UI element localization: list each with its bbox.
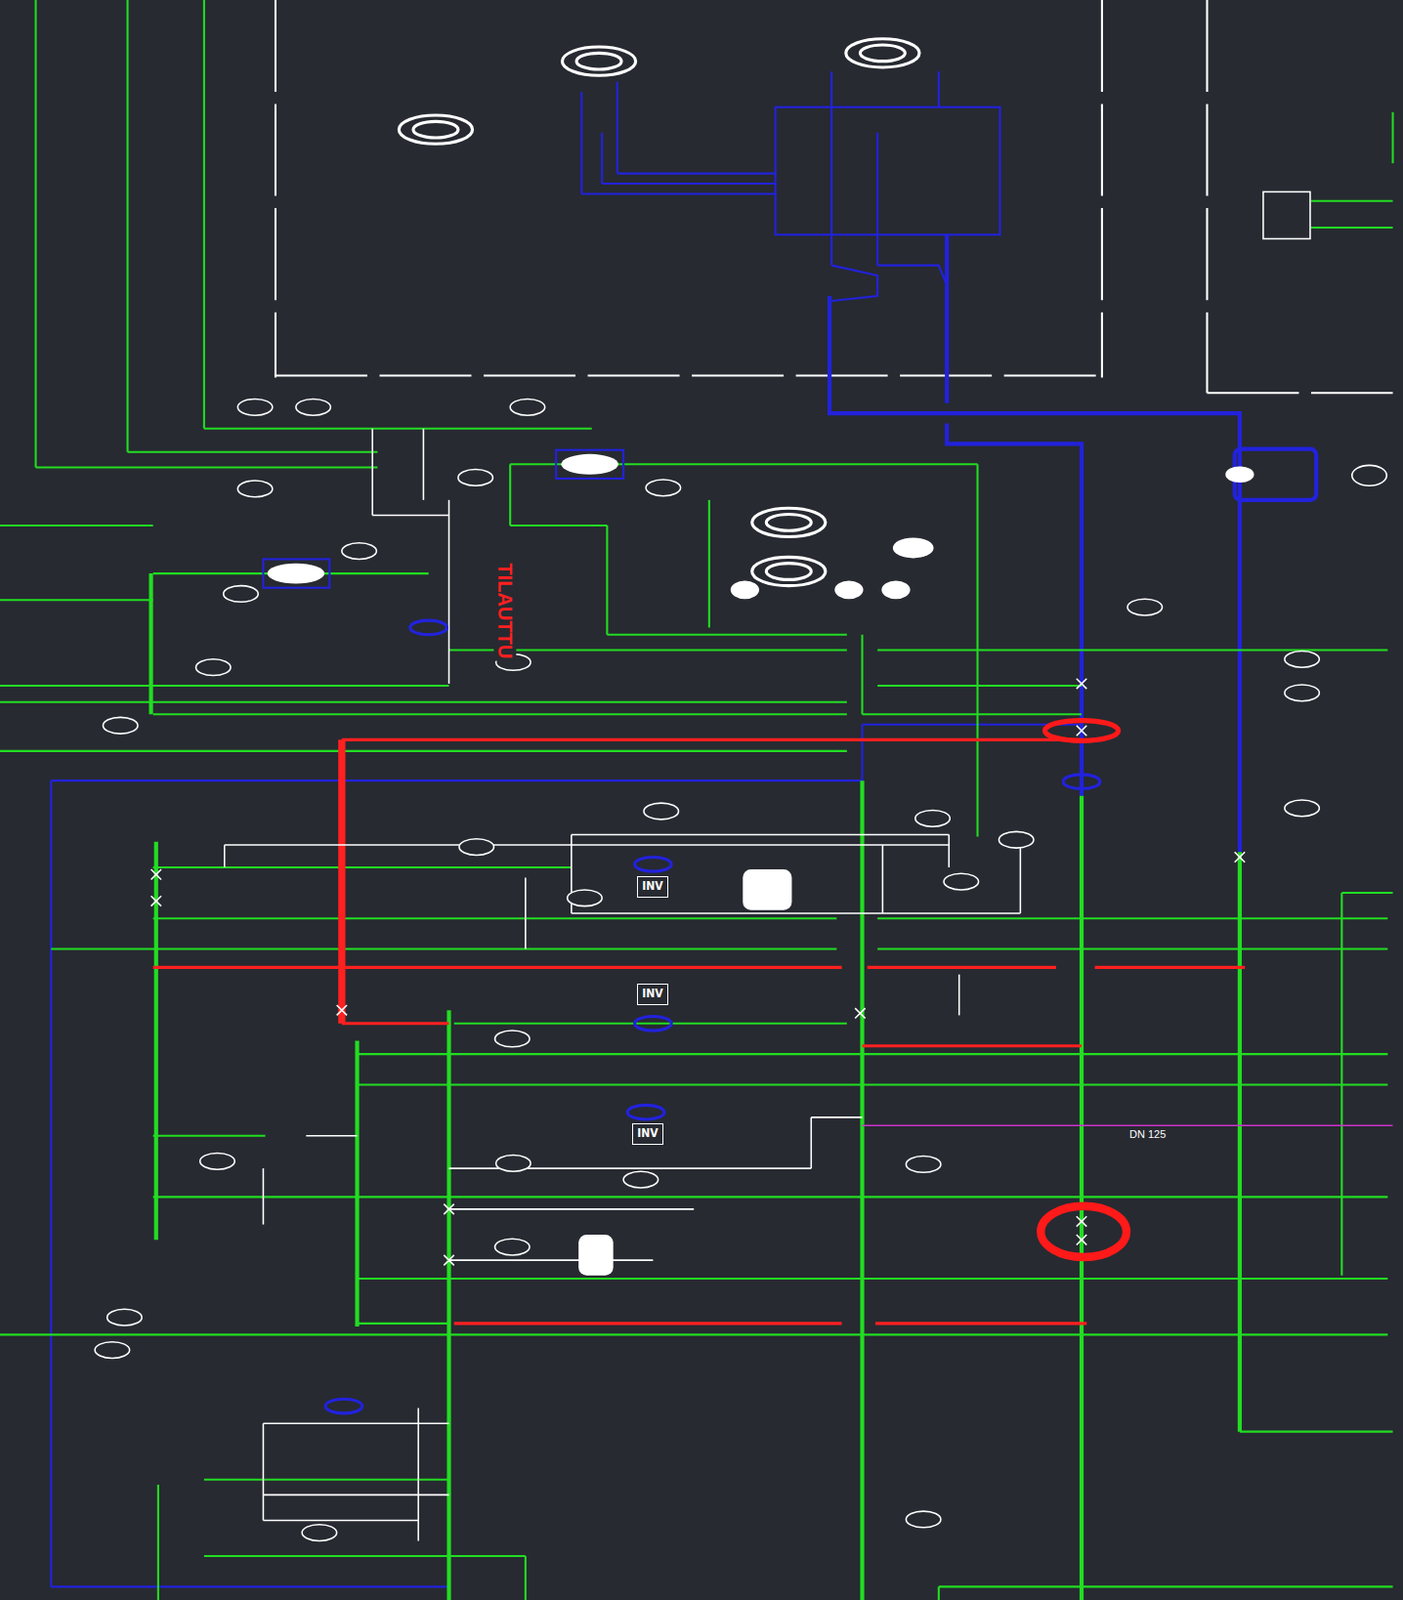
pipe-size: DN 125 xyxy=(1127,1128,1168,1141)
node-text: INV xyxy=(641,880,663,893)
inverter-box: INV xyxy=(632,1123,664,1146)
node-text: INV xyxy=(637,1127,658,1141)
status-stamp: TILAUTTU xyxy=(493,561,516,662)
inverter-box: INV xyxy=(637,983,669,1006)
node-text: INV xyxy=(641,987,663,1001)
inverter-box: INV xyxy=(637,876,669,898)
